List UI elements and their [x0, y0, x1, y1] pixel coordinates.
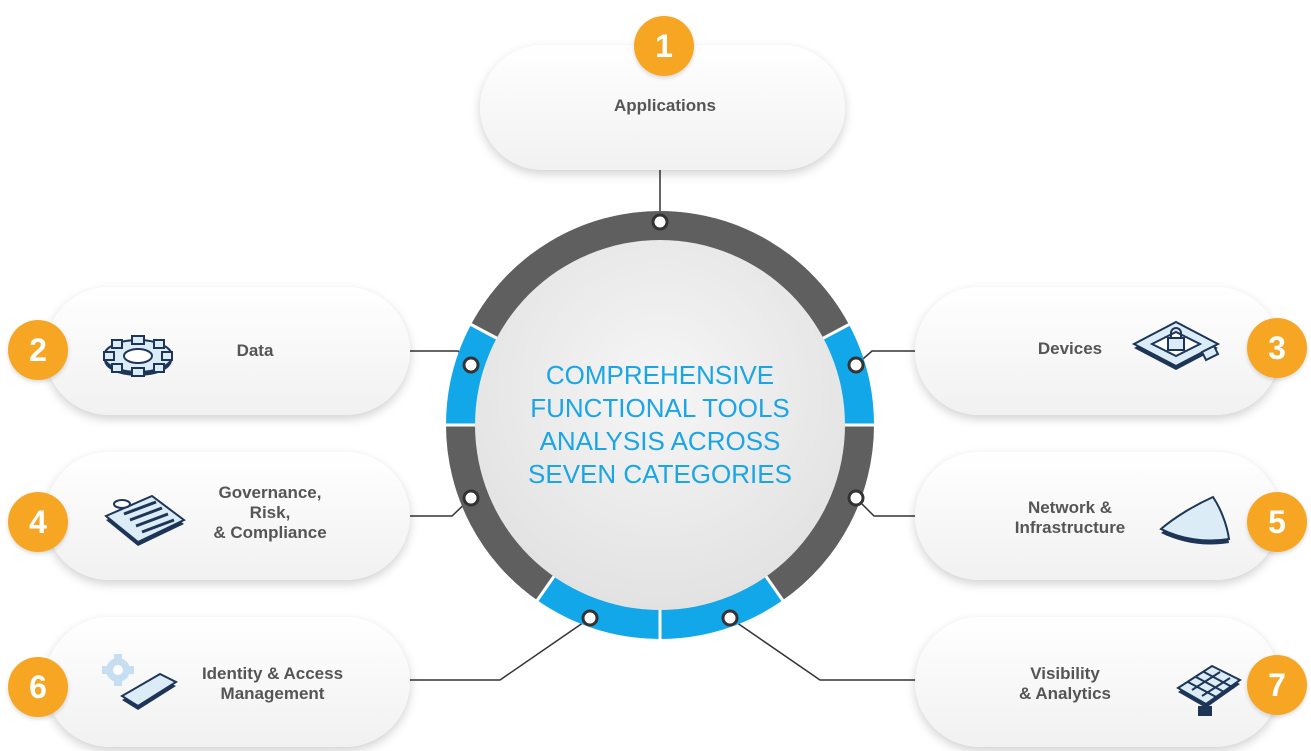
ring-connector-dot	[581, 609, 599, 627]
ring-connector-dot	[847, 489, 865, 507]
shield-icon	[1159, 495, 1231, 545]
connector-identity	[396, 617, 591, 681]
category-label-devices: Devices	[1037, 339, 1103, 358]
center-title: COMPREHENSIVE FUNCTIONAL TOOLS ANALYSIS …	[528, 360, 792, 489]
number-badge-7: 7	[1247, 655, 1307, 715]
ring-separator	[820, 322, 851, 341]
category-label-visibility: Visibility & Analytics	[1019, 664, 1111, 703]
ring-segment-network	[765, 425, 874, 601]
number-badge-2: 2	[8, 320, 68, 380]
connector-visibility	[729, 617, 922, 681]
ring-segments	[445, 211, 875, 640]
category-label-data: Data	[236, 341, 274, 360]
ring-segment-governance	[446, 425, 555, 601]
ring-segment-data	[446, 324, 498, 425]
gear-hand-icon	[102, 654, 179, 710]
ring-connector-dot	[462, 356, 480, 374]
ring-segment-devices	[822, 324, 874, 425]
ring-segment-visibility	[660, 575, 783, 639]
number-badge-6: 6	[8, 657, 68, 717]
category-card-identity[interactable]	[45, 617, 410, 747]
number-badge-1: 1	[634, 16, 694, 76]
device-lock-icon	[1131, 320, 1221, 370]
number-badge-5: 5	[1247, 492, 1307, 552]
ring-segment-applications	[471, 211, 849, 339]
number-badge-4: 4	[8, 492, 68, 552]
ring-separator	[763, 574, 785, 602]
category-card-devices[interactable]	[915, 287, 1280, 415]
ring-connector-dot	[651, 213, 669, 231]
gear-icon	[103, 335, 173, 377]
category-label-governance: Governance, Risk, & Compliance	[213, 483, 327, 542]
ring-separator	[535, 574, 557, 602]
ring-connector-dot	[721, 609, 739, 627]
category-label-identity: Identity & Access Management	[201, 664, 344, 703]
center-circle	[475, 240, 845, 610]
analytics-board-icon	[1176, 664, 1242, 716]
ring-segment-identity	[537, 575, 660, 639]
checklist-icon	[104, 494, 186, 546]
category-label-network: Network & Infrastructure	[1014, 498, 1126, 537]
category-label-applications: Applications	[613, 96, 716, 115]
number-badge-3: 3	[1247, 318, 1307, 378]
ring-connector-dot	[847, 356, 865, 374]
ring-separator	[469, 322, 500, 341]
ring-connector-dot	[462, 489, 480, 507]
